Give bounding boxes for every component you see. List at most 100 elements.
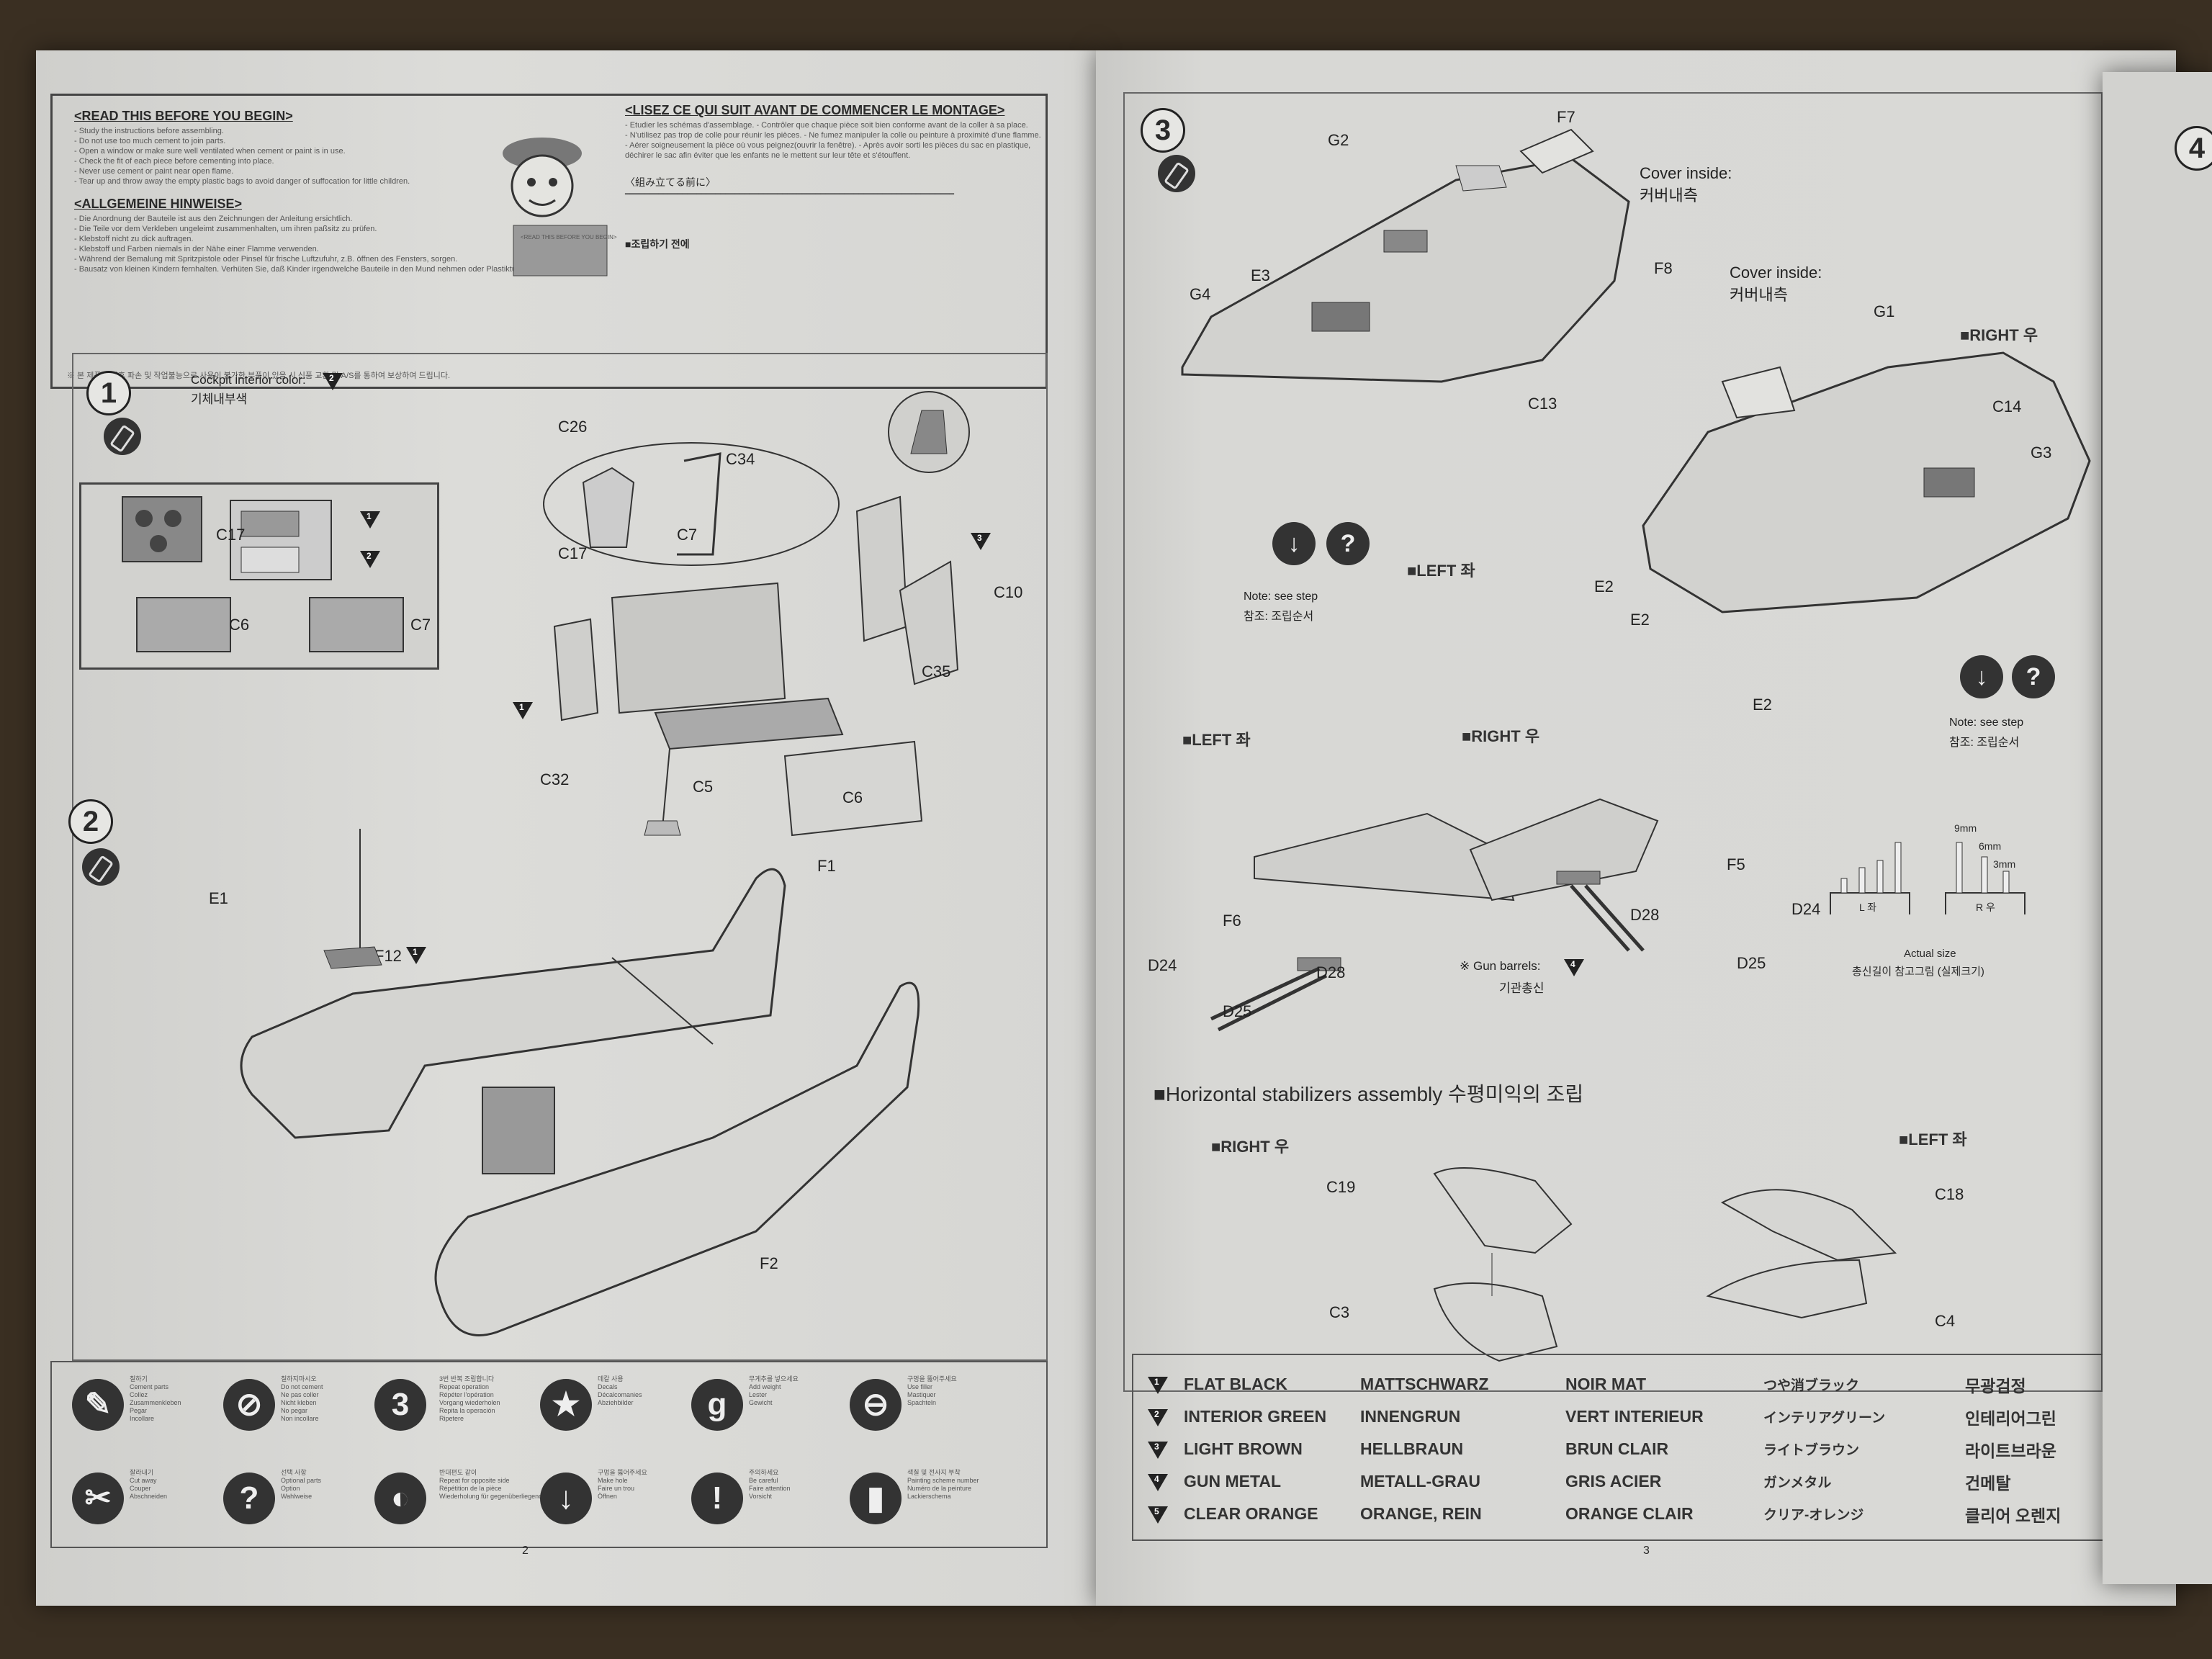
color-kr: 클리어 오렌지 xyxy=(1965,1506,2062,1525)
opposite-side-legend-icon: ◐ xyxy=(374,1473,426,1524)
fr-line: - Aérer soigneusement la pièce où vous p… xyxy=(625,141,1031,150)
part-label: C7 xyxy=(677,526,698,544)
drill-icon: ↓ xyxy=(1272,522,1316,565)
instrument-panel-illustration xyxy=(122,496,404,652)
part-label: E1 xyxy=(209,889,228,907)
step-1-number: 1 xyxy=(86,371,131,415)
jp-text: ━━━━━━━━━━━━━━━━━━━━━━━━━━━━━━━━━━━━━━━━… xyxy=(625,190,954,199)
note-label: Note: see step xyxy=(1949,716,2024,729)
actual-size-label: Actual size xyxy=(1904,948,1956,960)
gun-install-illustration xyxy=(1210,798,1659,1032)
size-label: 9mm xyxy=(1954,822,1977,834)
optional-legend-icon: ? xyxy=(223,1473,275,1524)
color-kr: 건메탈 xyxy=(1965,1473,2011,1493)
color-de: INNENGRUN xyxy=(1360,1407,1461,1426)
guns-left-label: ■LEFT 좌 xyxy=(1182,731,1251,749)
barrel-size-chart xyxy=(1830,842,2026,914)
read-line: - Do not use too much cement to join par… xyxy=(74,137,226,145)
part-label: C19 xyxy=(1326,1178,1356,1196)
part-label: G4 xyxy=(1190,285,1211,303)
part-label: C18 xyxy=(1935,1185,1964,1203)
part-label: G2 xyxy=(1328,131,1349,149)
color-row: 2 INTERIOR GREEN INNENGRUN VERT INTERIEU… xyxy=(1148,1401,2073,1433)
color-kr: 무광검정 xyxy=(1965,1376,2026,1395)
part-label: G1 xyxy=(1874,302,1895,320)
callout-triangle: 4 xyxy=(1564,959,1584,976)
part-label: C10 xyxy=(994,583,1023,601)
stab-left-label: ■LEFT 좌 xyxy=(1899,1130,1967,1148)
color-kr: 라이트브라운 xyxy=(1965,1441,2056,1460)
cockpit-color-label: Cockpit interior color: xyxy=(191,373,306,387)
drill-icon: ↓ xyxy=(1960,655,2003,698)
legend-text: 색칠 및 전사지 부착 Painting scheme number Numér… xyxy=(907,1469,979,1500)
left-page: <READ THIS BEFORE YOU BEGIN> - Study the… xyxy=(36,50,1096,1606)
color-table-box: 1 FLAT BLACK MATTSCHWARZ NOIR MAT つや消ブラッ… xyxy=(1132,1354,2126,1541)
step3-frame xyxy=(1123,92,2103,1392)
color-row: 1 FLAT BLACK MATTSCHWARZ NOIR MAT つや消ブラッ… xyxy=(1148,1368,2073,1401)
drill-legend-icon: ↓ xyxy=(540,1473,592,1524)
part-label: C3 xyxy=(1329,1303,1350,1321)
part-label: C6 xyxy=(229,616,250,634)
color-en: CLEAR ORANGE xyxy=(1184,1504,1318,1523)
allg-line: - Die Anordnung der Bauteile ist aus den… xyxy=(74,215,353,223)
cement-icon xyxy=(104,418,141,455)
part-label: F5 xyxy=(1727,855,1745,873)
color-jp: インテリアグリーン xyxy=(1763,1411,1886,1426)
gun-barrels-label: ※ Gun barrels: xyxy=(1460,959,1541,973)
actual-size-label-kr: 총신길이 참고그림 (실제크기) xyxy=(1852,966,1984,978)
cover-inside-label-kr: 커버내측 xyxy=(1730,286,1788,304)
part-label: D25 xyxy=(1223,1002,1252,1020)
part-label: D28 xyxy=(1630,906,1660,924)
l-label: L 좌 xyxy=(1859,902,1877,913)
allg-line: - Klebstoff und Farben niemals in der Nä… xyxy=(74,245,319,253)
weight-legend-icon: g xyxy=(691,1379,743,1431)
legend-text: 3번 반복 조립합니다 Repeat operation Répéter l'o… xyxy=(439,1375,500,1422)
right-side-label: ■RIGHT 우 xyxy=(1960,326,2038,344)
seat-view-circle xyxy=(888,391,970,473)
optional-icon: ? xyxy=(2012,655,2055,698)
decal-legend-icon: ★ xyxy=(540,1379,592,1431)
left-stabilizer-illustration xyxy=(1706,1189,1897,1319)
repeat-legend-icon: 3 xyxy=(374,1379,426,1431)
mascot-illustration xyxy=(503,138,608,276)
stab-title: ■Horizontal stabilizers assembly 수평미익의 조… xyxy=(1154,1083,1584,1105)
kr-header: ■조립하기 전에 xyxy=(625,238,690,250)
read-header: <READ THIS BEFORE YOU BEGIN> xyxy=(74,109,293,123)
seat-detail-bubble xyxy=(543,442,840,566)
color-row: 5 CLEAR ORANGE ORANGE, REIN ORANGE CLAIR… xyxy=(1148,1498,2073,1530)
part-label: C32 xyxy=(540,770,570,788)
fr-line: - N'utilisez pas trop de colle pour réun… xyxy=(625,131,1041,140)
cement-icon xyxy=(82,848,120,886)
part-label: E2 xyxy=(1630,611,1650,629)
note-label-kr: 참조: 조립순서 xyxy=(1949,737,2020,749)
color-de: MATTSCHWARZ xyxy=(1360,1375,1489,1393)
part-label: C26 xyxy=(558,418,588,436)
color-jp: クリア-オレンジ xyxy=(1763,1508,1864,1523)
cut-legend-icon: ✂ xyxy=(72,1473,124,1524)
callout-triangle: 1 xyxy=(360,511,380,529)
part-label: C13 xyxy=(1528,395,1557,413)
cockpit-color-ref: 2 xyxy=(323,373,343,390)
part-label: F2 xyxy=(760,1254,778,1272)
part-label: F7 xyxy=(1557,108,1575,126)
fr-line: - Etudier les schémas d'assemblage. - Co… xyxy=(625,121,1028,130)
fr-line: déchirer le sac afin éviter que les enfa… xyxy=(625,151,911,160)
color-jp: ガンメタル xyxy=(1763,1475,1832,1491)
steps-frame xyxy=(72,353,1048,1361)
warnings-box: <READ THIS BEFORE YOU BEGIN> - Study the… xyxy=(50,94,1048,389)
color-jp: つや消ブラック xyxy=(1763,1378,1860,1393)
color-kr: 인테리어그린 xyxy=(1965,1408,2056,1428)
part-label: F8 xyxy=(1654,259,1673,277)
part-label: C4 xyxy=(1935,1312,1956,1330)
allg-line: - Die Teile vor dem Verkleben ungeleimt … xyxy=(74,225,377,233)
size-label: 6mm xyxy=(1979,840,2002,852)
cover-inside-label: Cover inside: xyxy=(1640,164,1732,182)
read-line: - Tear up and throw away the empty plast… xyxy=(74,177,410,186)
no-cement-legend-icon: ⊘ xyxy=(223,1379,275,1431)
callout-triangle: 3 xyxy=(971,533,991,550)
color-fr: NOIR MAT xyxy=(1565,1375,1647,1393)
note-label-kr: 참조: 조립순서 xyxy=(1244,611,1314,623)
cockpit-color-label-kr: 기체내부색 xyxy=(191,392,248,406)
color-fr: ORANGE CLAIR xyxy=(1565,1504,1694,1523)
color-en: INTERIOR GREEN xyxy=(1184,1407,1327,1426)
